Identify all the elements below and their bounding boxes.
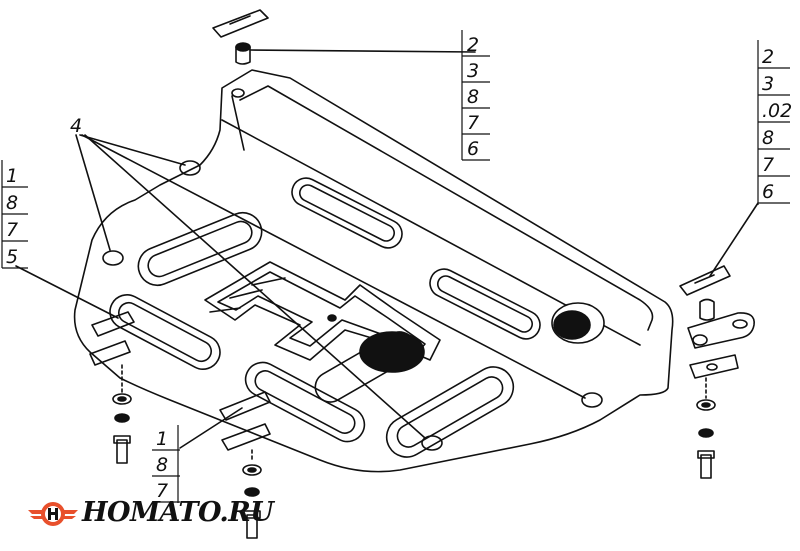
callout-left-0: 1 [6,165,18,187]
leader-4-d [81,134,586,399]
vent-2 [229,289,263,299]
callout-left [1,160,28,269]
slot-6-inner [396,376,504,448]
fastener-right [696,377,716,479]
slot-1 [291,177,403,249]
mount-hole-7 [327,314,337,322]
flange-crease-2 [231,95,245,151]
callout-top-center-1: 3 [467,60,479,82]
skid-plate-outline [73,69,674,473]
homato-logo-text: HOMATO.RU [82,497,274,528]
slot-4 [109,294,221,370]
leader-left [15,265,119,319]
slot-2-inner [436,275,534,333]
slot-4-inner [117,301,213,363]
leader-4-b [79,134,186,166]
callout-top-right-5: 6 [762,181,774,203]
slot-3-inner [147,220,253,278]
right-bracket-lower-hole [706,363,718,371]
callout-bottom-center-1: 8 [156,454,168,476]
right-bracket-hole [732,319,748,329]
callout-top-right-3: 8 [762,127,774,149]
slot-6 [385,366,515,458]
slot-2 [429,268,541,340]
callout-top-center [461,30,490,161]
fastener-bottom [242,449,262,539]
leader-4-c [84,134,426,439]
callout-left-1: 8 [6,192,18,214]
callout-left-2: 7 [6,219,18,241]
callout-top-right [757,40,790,205]
left-plate-lower [89,340,131,366]
slot-5-inner [254,370,356,434]
mount-hole-6 [692,334,708,346]
callout-top-right-0: 2 [762,46,774,68]
mount-hole-1 [179,160,201,176]
mount-hole-2 [102,250,124,266]
slot-5 [244,361,366,443]
drain-hole-right-fill [553,310,591,340]
top-plate [212,9,269,38]
slot-1-inner [298,184,396,242]
homato-logo-icon [28,502,78,526]
leader-top-spacer [249,49,476,53]
callout-left-3: 5 [6,246,18,268]
callout-top-center-3: 7 [467,112,479,134]
slot-3 [137,211,263,287]
right-bracket [687,312,755,349]
right-plate-slot [694,274,715,284]
callout-top-right-4: 7 [762,154,774,176]
vent-3 [251,277,286,286]
leader-4-a [75,134,111,251]
top-plate-slot [229,15,251,25]
callout-bottom-center-2: 7 [156,480,168,502]
callout-bottom-center [152,425,180,503]
top-spacer-top [235,42,251,52]
callout-top-right-2: .02 [762,100,792,122]
right-plate [679,265,731,296]
leader-bottom [179,407,243,449]
flange-edge [239,85,654,331]
leader-right [709,202,759,277]
fastener-left [112,364,132,464]
vent-1 [209,307,241,313]
mount-hole-3 [581,392,603,408]
callout-top-right-1: 3 [762,73,774,95]
callout-top-center-4: 6 [467,138,479,160]
callout-bottom-center-0: 1 [156,428,168,450]
drain-hole-center [359,331,425,373]
callout-top-center-0: 2 [467,34,479,56]
callout-leader-4: 4 [70,115,82,137]
right-spacer [699,298,715,321]
mount-hole-4 [421,435,443,451]
bottom-plate-upper [219,391,271,421]
right-bracket-lower [689,354,739,379]
bottom-plate-lower [221,423,271,451]
callout-top-center-2: 8 [467,86,479,108]
mount-hole-5 [231,88,245,98]
